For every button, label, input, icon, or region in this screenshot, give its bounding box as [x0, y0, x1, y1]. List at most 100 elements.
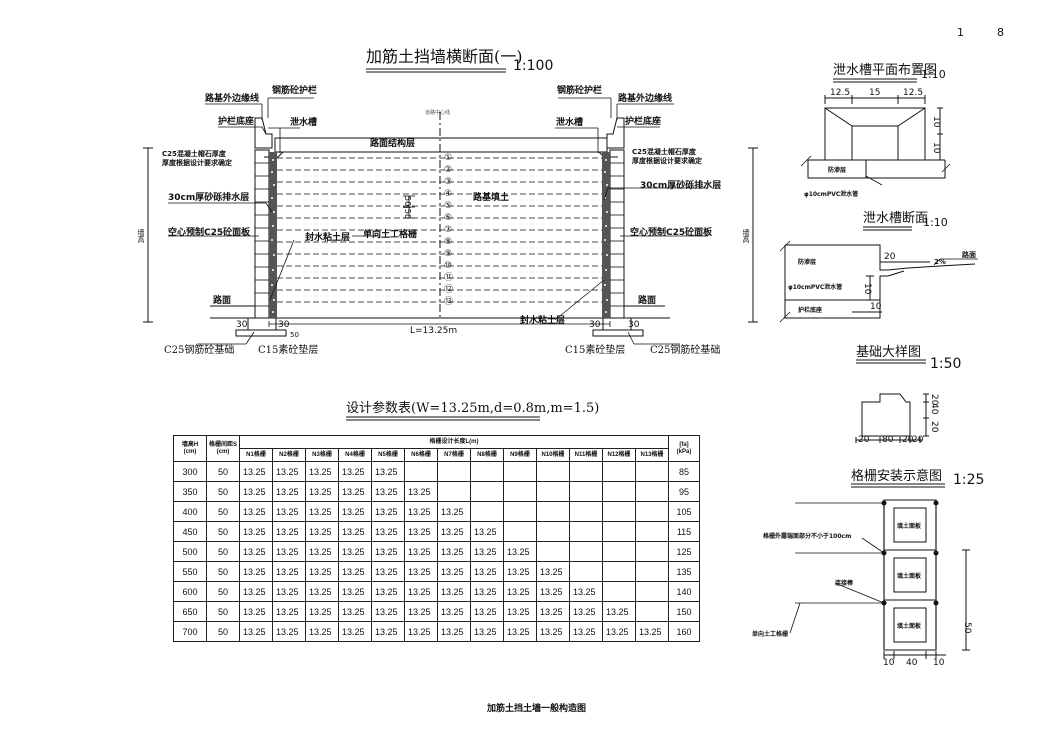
label-road-edge-right: 路基外边缘线 [618, 94, 673, 104]
cell-grid-length: 13.25 [239, 461, 274, 482]
label-geogrid: 单向土工格栅 [363, 230, 418, 240]
label-panel-right: 空心预制C25砼面板 [630, 228, 713, 238]
cell-grid-length: 13.25 [569, 601, 604, 622]
cell-grid-length: 13.25 [239, 541, 274, 562]
layer-number: ⑦ [444, 225, 453, 235]
dim-50: 50 [290, 331, 299, 339]
cell-grid-spacing: 50 [205, 621, 241, 642]
cell-wall-height: 650 [173, 601, 207, 622]
drain-plan-dim-e: 10 [931, 142, 941, 154]
foundation-dim-5: 40 [929, 403, 939, 415]
cell-wall-height: 500 [173, 541, 207, 562]
layer-number: ③ [444, 177, 453, 187]
grid-install-dim-h: 50 [962, 622, 972, 634]
cell-grid-length: 13.25 [338, 621, 373, 642]
grid-install-fill3: 填土面板 [897, 623, 922, 630]
foundation-scale: 1:50 [930, 356, 962, 372]
cell-grid-length: 13.25 [305, 541, 340, 562]
cell-grid-length: 13.25 [272, 501, 307, 522]
dim-30-b: 30 [278, 320, 290, 330]
cell-grid-length [437, 481, 472, 502]
label-c15-right: C15素砼垫层 [565, 345, 626, 356]
layer-number: ⑬ [444, 297, 454, 307]
column-header: N12格栅 [602, 448, 637, 462]
cell-grid-length [470, 501, 505, 522]
cell-grid-length [602, 501, 637, 522]
cell-grid-length: 13.25 [404, 541, 439, 562]
cell-grid-length: 13.25 [371, 461, 406, 482]
header-grid-spacing: 格栅间距S (cm) [205, 435, 241, 462]
cell-grid-length [635, 501, 670, 522]
cell-grid-length: 13.25 [305, 521, 340, 542]
cell-grid-length [569, 481, 604, 502]
cell-grid-length [569, 461, 604, 482]
cell-wall-height: 700 [173, 621, 207, 642]
cell-grid-length: 13.25 [470, 581, 505, 602]
cell-grid-length: 13.25 [470, 561, 505, 582]
grid-install-dim-c: 10 [933, 658, 945, 668]
cell-grid-length: 13.25 [305, 581, 340, 602]
cell-grid-length [635, 601, 670, 622]
cell-grid-length [602, 461, 637, 482]
drain-section-dim-h: 10 [862, 283, 872, 295]
drain-section-mat: 防渗层 [798, 259, 817, 266]
cell-wall-height: 400 [173, 501, 207, 522]
layer-number: ④ [444, 189, 453, 199]
cell-fa: 150 [668, 601, 701, 622]
cell-grid-length: 13.25 [404, 581, 439, 602]
cell-grid-length: 13.25 [569, 621, 604, 642]
cell-grid-length: 13.25 [338, 501, 373, 522]
cell-grid-length: 13.25 [404, 481, 439, 502]
cell-grid-length: 13.25 [536, 601, 571, 622]
grid-install-connector: 连接棒 [835, 580, 854, 587]
cell-grid-length: 13.25 [371, 561, 406, 582]
cell-grid-length [635, 521, 670, 542]
cell-grid-length [635, 481, 670, 502]
cell-grid-length [536, 501, 571, 522]
cell-grid-length: 13.25 [437, 621, 472, 642]
drain-section-base: 护栏底座 [798, 307, 823, 314]
cell-grid-length: 13.25 [338, 461, 373, 482]
label-ground-left: 路面 [213, 296, 232, 306]
cell-grid-length: 13.25 [404, 501, 439, 522]
cell-grid-length [536, 521, 571, 542]
cell-grid-length [602, 561, 637, 582]
label-rail-base-left: 护栏底座 [218, 117, 255, 127]
cell-grid-length [536, 481, 571, 502]
drain-plan-pipe: φ10cmPVC泄水管 [804, 191, 859, 198]
cell-grid-length [404, 461, 439, 482]
cell-grid-length [470, 461, 505, 482]
drain-plan-dim-c: 12.5 [903, 88, 924, 98]
drain-section-dim-w: 20 [884, 252, 896, 262]
cell-fa: 105 [668, 501, 701, 522]
cell-grid-length: 13.25 [239, 581, 274, 602]
cell-grid-length: 13.25 [272, 461, 307, 482]
label-rail-base-right: 护栏底座 [625, 117, 662, 127]
grid-install-title: 格栅安装示意图 [851, 469, 943, 484]
layer-number: ⑩ [444, 261, 453, 271]
cell-wall-height: 550 [173, 561, 207, 582]
dim-30-c: 30 [589, 320, 601, 330]
cell-grid-length: 13.25 [239, 561, 274, 582]
cell-grid-length: 13.25 [602, 601, 637, 622]
cell-grid-length [503, 481, 538, 502]
foundation-dim-2: 20 [902, 435, 914, 445]
cell-grid-length: 13.25 [470, 521, 505, 542]
cell-grid-spacing: 50 [205, 601, 241, 622]
cell-grid-length: 13.25 [305, 621, 340, 642]
cell-grid-length: 13.25 [338, 581, 373, 602]
cell-grid-length: 13.25 [239, 601, 274, 622]
foundation-dim-6: 20 [929, 421, 939, 433]
cell-grid-length: 13.25 [272, 541, 307, 562]
layer-number: ⑪ [444, 273, 454, 283]
label-c25-right: C25混凝土帽石厚度 厚度根据设计要求确定 [632, 148, 702, 165]
drain-plan-dim-d: 10 [931, 116, 941, 128]
cell-grid-spacing: 50 [205, 481, 241, 502]
drain-section-scale: 1:10 [923, 216, 948, 229]
label-foundation-left: C25钢筋砼基础 [164, 345, 235, 356]
cell-grid-length: 13.25 [272, 481, 307, 502]
column-header: N2格栅 [272, 448, 307, 462]
